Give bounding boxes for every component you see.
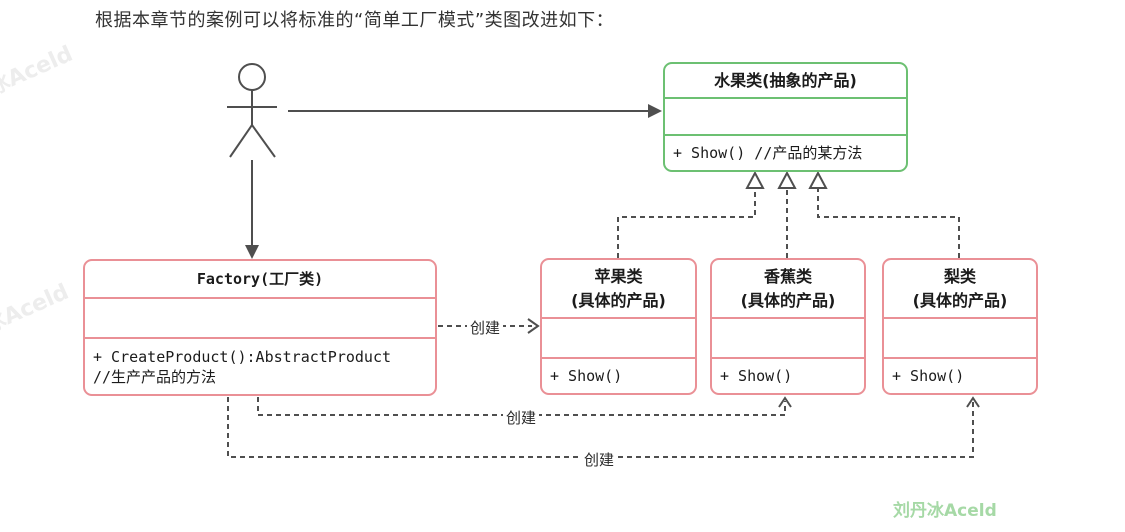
class-title-line2: (具体的产品) [571,290,666,310]
class-box-factory: Factory(工厂类) + CreateProduct():AbstractP… [83,259,437,396]
class-attributes-empty [665,97,906,134]
class-attributes-empty [712,317,864,357]
class-title: 水果类(抽象的产品) [714,70,857,90]
class-title-line2: (具体的产品) [912,290,1008,310]
class-title: 苹果类 (具体的产品) [542,260,695,317]
class-method-comment: //生产产品的方法 [93,367,217,386]
actor-icon [227,63,277,158]
class-attributes-empty [85,297,435,337]
inheritance-arrow-apple-to-fruit [617,170,765,258]
class-title-line2: (具体的产品) [740,290,836,310]
page-title: 根据本章节的案例可以将标准的“简单工厂模式”类图改进如下： [95,10,615,31]
create-arrow-factory-to-pear [227,396,980,458]
arrowhead-solid [245,245,259,259]
class-title: 梨类 (具体的产品) [884,260,1036,317]
class-title-line1: 香蕉类 [763,266,812,286]
edge-label-create-apple: 创建 [467,317,504,338]
inheritance-arrow-banana-to-fruit [777,170,797,258]
class-box-fruit: 水果类(抽象的产品) + Show() //产品的某方法 [663,62,908,172]
edge-label-create-banana: 创建 [503,407,540,428]
actor-leg-right [251,124,276,158]
actor-leg-left [229,124,253,158]
edge-label-create-pear: 创建 [581,449,618,470]
arrow-actor-to-factory [245,160,259,259]
class-title-line1: 梨类 [943,266,976,286]
actor-head [238,63,266,91]
class-title: Factory(工厂类) [196,270,324,288]
class-box-pear: 梨类 (具体的产品) + Show() [882,258,1038,395]
class-method: + Show() [884,357,1036,393]
class-method: + Show() //产品的某方法 [665,134,906,170]
class-method-line: + CreateProduct():AbstractProduct [93,347,392,366]
watermark-signature: 刘丹冰Aceld [893,501,997,521]
class-box-banana: 香蕉类 (具体的产品) + Show() [710,258,866,395]
class-title-line1: 苹果类 [594,266,643,286]
class-box-apple: 苹果类 (具体的产品) + Show() [540,258,697,395]
arrowhead-open [966,396,980,408]
arrowhead-hollow-triangle [777,170,797,189]
class-method: + CreateProduct():AbstractProduct //生产产品… [85,337,435,394]
class-title: 香蕉类 (具体的产品) [712,260,864,317]
class-attributes-empty [884,317,1036,357]
arrowhead-hollow-triangle [808,170,828,189]
inheritance-arrow-pear-to-fruit [808,170,960,258]
arrowhead-open [527,318,540,334]
arrowhead-hollow-triangle [745,170,765,189]
class-attributes-empty [542,317,695,357]
arrowhead-solid [648,104,662,118]
arrowhead-open [778,396,792,408]
class-method: + Show() [712,357,864,393]
class-method: + Show() [542,357,695,393]
arrow-actor-to-fruit [288,104,662,118]
